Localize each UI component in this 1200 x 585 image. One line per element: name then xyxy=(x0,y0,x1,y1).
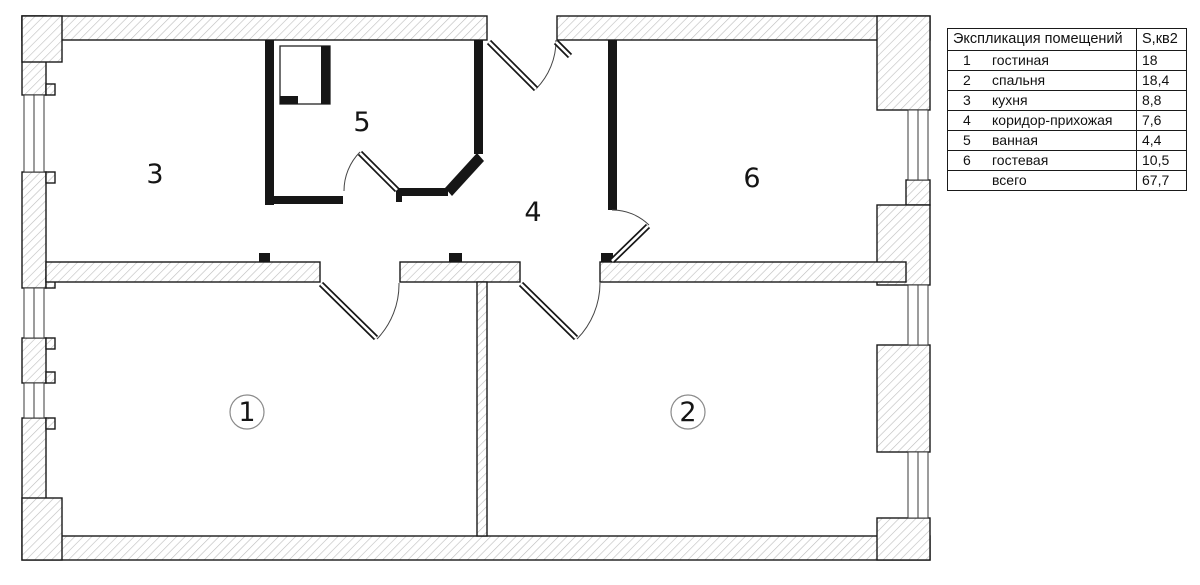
wall-corridor-angled xyxy=(445,153,484,196)
room5-door-leaf xyxy=(357,150,400,193)
outer-walls xyxy=(21,15,931,561)
row-num: 6 xyxy=(963,152,971,168)
row-name: коридор-прихожая xyxy=(992,112,1113,128)
window-right-2 xyxy=(907,284,929,346)
row-num: 5 xyxy=(963,132,971,148)
window-right-1 xyxy=(907,109,929,181)
room6-door-arc xyxy=(611,209,650,226)
duct-shaft xyxy=(279,45,331,105)
row-num: 1 xyxy=(963,52,971,68)
room5-door-arc xyxy=(343,151,361,192)
wall-middle-right xyxy=(599,261,907,283)
row-area: 18,4 xyxy=(1136,71,1186,90)
table-total-row: всего 67,7 xyxy=(948,171,1186,190)
wall-room4-room6 xyxy=(608,40,617,210)
row-area: 7,6 xyxy=(1136,111,1186,130)
window-left-1 xyxy=(23,94,45,173)
room2-door-leaf xyxy=(518,281,579,341)
table-area-header: S,кв2 xyxy=(1136,29,1186,50)
total-num-empty xyxy=(948,171,988,190)
row-area: 4,4 xyxy=(1136,131,1186,150)
row-name: ванная xyxy=(992,132,1038,148)
row-num: 4 xyxy=(963,112,971,128)
explication-table: Экспликация помещений S,кв2 1 гостиная 1… xyxy=(947,28,1187,191)
wall-middle-center xyxy=(399,261,521,283)
row-area: 10,5 xyxy=(1136,151,1186,170)
wall-top-right xyxy=(556,15,931,41)
room5-label: 5 xyxy=(353,107,370,138)
table-row: 4 коридор-прихожая 7,6 xyxy=(948,111,1186,131)
windows xyxy=(23,94,929,519)
door-leaves xyxy=(318,39,651,341)
wall-room5-bottom-left xyxy=(265,196,343,204)
entrance-door-leaf xyxy=(486,39,539,92)
window-left-3 xyxy=(23,382,45,419)
total-label: всего xyxy=(992,172,1027,188)
row-num: 2 xyxy=(963,72,971,88)
pier-top-right xyxy=(876,15,931,111)
entrance-door-jamb-leaf xyxy=(553,39,573,59)
window-right-3 xyxy=(907,451,929,519)
table-title: Экспликация помещений xyxy=(953,31,1123,47)
room6-door-leaf xyxy=(609,223,651,264)
room1-label-circle xyxy=(229,394,265,430)
room6-label: 6 xyxy=(743,163,760,194)
pier-top-left xyxy=(21,15,63,63)
room1-door-leaf xyxy=(318,281,379,341)
entrance-door-arc xyxy=(535,39,557,90)
room-labels: 1 2 3 4 5 6 xyxy=(146,107,761,430)
table-row: 5 ванная 4,4 xyxy=(948,131,1186,151)
room2-door-arc xyxy=(576,282,601,340)
window-left-2 xyxy=(23,287,45,339)
wall-room1-room2 xyxy=(476,281,488,537)
total-area: 67,7 xyxy=(1136,171,1186,190)
table-row: 1 гостиная 18 xyxy=(948,51,1186,71)
wall-bottom xyxy=(21,535,931,561)
wall-room5-right xyxy=(474,40,483,154)
pier-bottom-left xyxy=(21,497,63,561)
row-name: гостиная xyxy=(992,52,1049,68)
row-area: 18 xyxy=(1136,51,1186,70)
table-row: 2 спальня 18,4 xyxy=(948,71,1186,91)
pier-bottom-right xyxy=(876,517,931,561)
row-name: спальня xyxy=(992,72,1046,88)
room1-label: 1 xyxy=(238,397,255,428)
wall-top-left xyxy=(21,15,488,41)
door-arcs xyxy=(343,39,650,340)
room2-label: 2 xyxy=(679,397,696,428)
wall-room3-room5 xyxy=(265,40,274,205)
room3-label: 3 xyxy=(146,159,163,190)
floor-plan-svg: 1 2 3 4 5 6 xyxy=(21,15,931,561)
room1-door-arc xyxy=(376,282,400,340)
row-area: 8,8 xyxy=(1136,91,1186,110)
partition-walls xyxy=(259,40,617,262)
row-num: 3 xyxy=(963,92,971,108)
floor-plan: 1 2 3 4 5 6 xyxy=(21,15,931,561)
room2-label-circle xyxy=(670,394,706,430)
explication-header: Экспликация помещений S,кв2 xyxy=(948,29,1186,51)
table-row: 3 кухня 8,8 xyxy=(948,91,1186,111)
wall-room5-bottom-right xyxy=(398,188,448,196)
wall-middle-left xyxy=(45,261,321,283)
room4-label: 4 xyxy=(524,197,541,228)
row-name: гостевая xyxy=(992,152,1049,168)
table-row: 6 гостевая 10,5 xyxy=(948,151,1186,171)
row-name: кухня xyxy=(992,92,1028,108)
